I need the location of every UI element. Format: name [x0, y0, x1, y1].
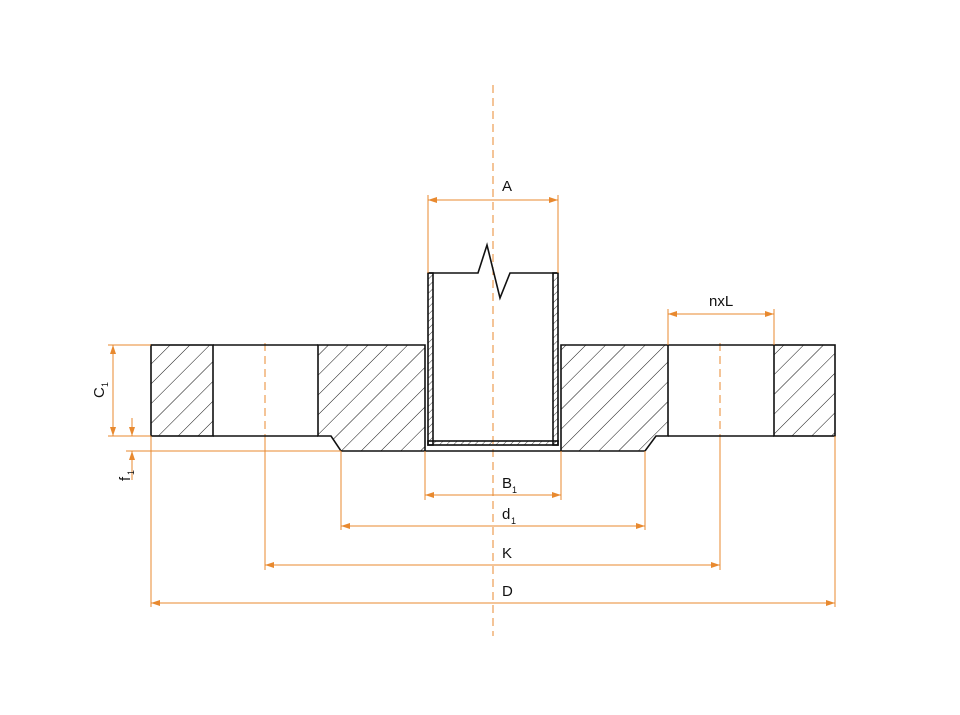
pipe-left-wall: [427, 272, 434, 446]
centerlines: [264, 85, 721, 636]
label-B-subscript: 1: [512, 485, 517, 495]
right-inner-section: [560, 344, 669, 452]
pipe-break-line: [428, 242, 558, 301]
label-nxL: nxL: [709, 293, 733, 310]
label-K: K: [502, 545, 512, 562]
label-B: B: [502, 475, 512, 492]
pipe: [427, 242, 559, 446]
label-f: f: [117, 476, 134, 481]
left-outer-section: [150, 344, 214, 437]
left-inner-section: [317, 344, 426, 452]
label-d-subscript: 1: [511, 516, 516, 526]
flange-outline: [213, 344, 774, 452]
label-d: d: [502, 506, 510, 523]
label-A: A: [502, 178, 512, 195]
pipe-bottom-wall: [427, 440, 559, 446]
dimension-lines: [108, 195, 836, 607]
dimension-labels: A nxL C 1 f 1 B 1 d 1 K D: [91, 178, 733, 600]
label-D: D: [502, 583, 513, 600]
label-C: C: [91, 387, 108, 398]
right-outer-section: [773, 344, 836, 437]
label-C-subscript: 1: [100, 382, 110, 387]
label-f-subscript: 1: [126, 470, 136, 475]
pipe-right-wall: [552, 272, 559, 446]
